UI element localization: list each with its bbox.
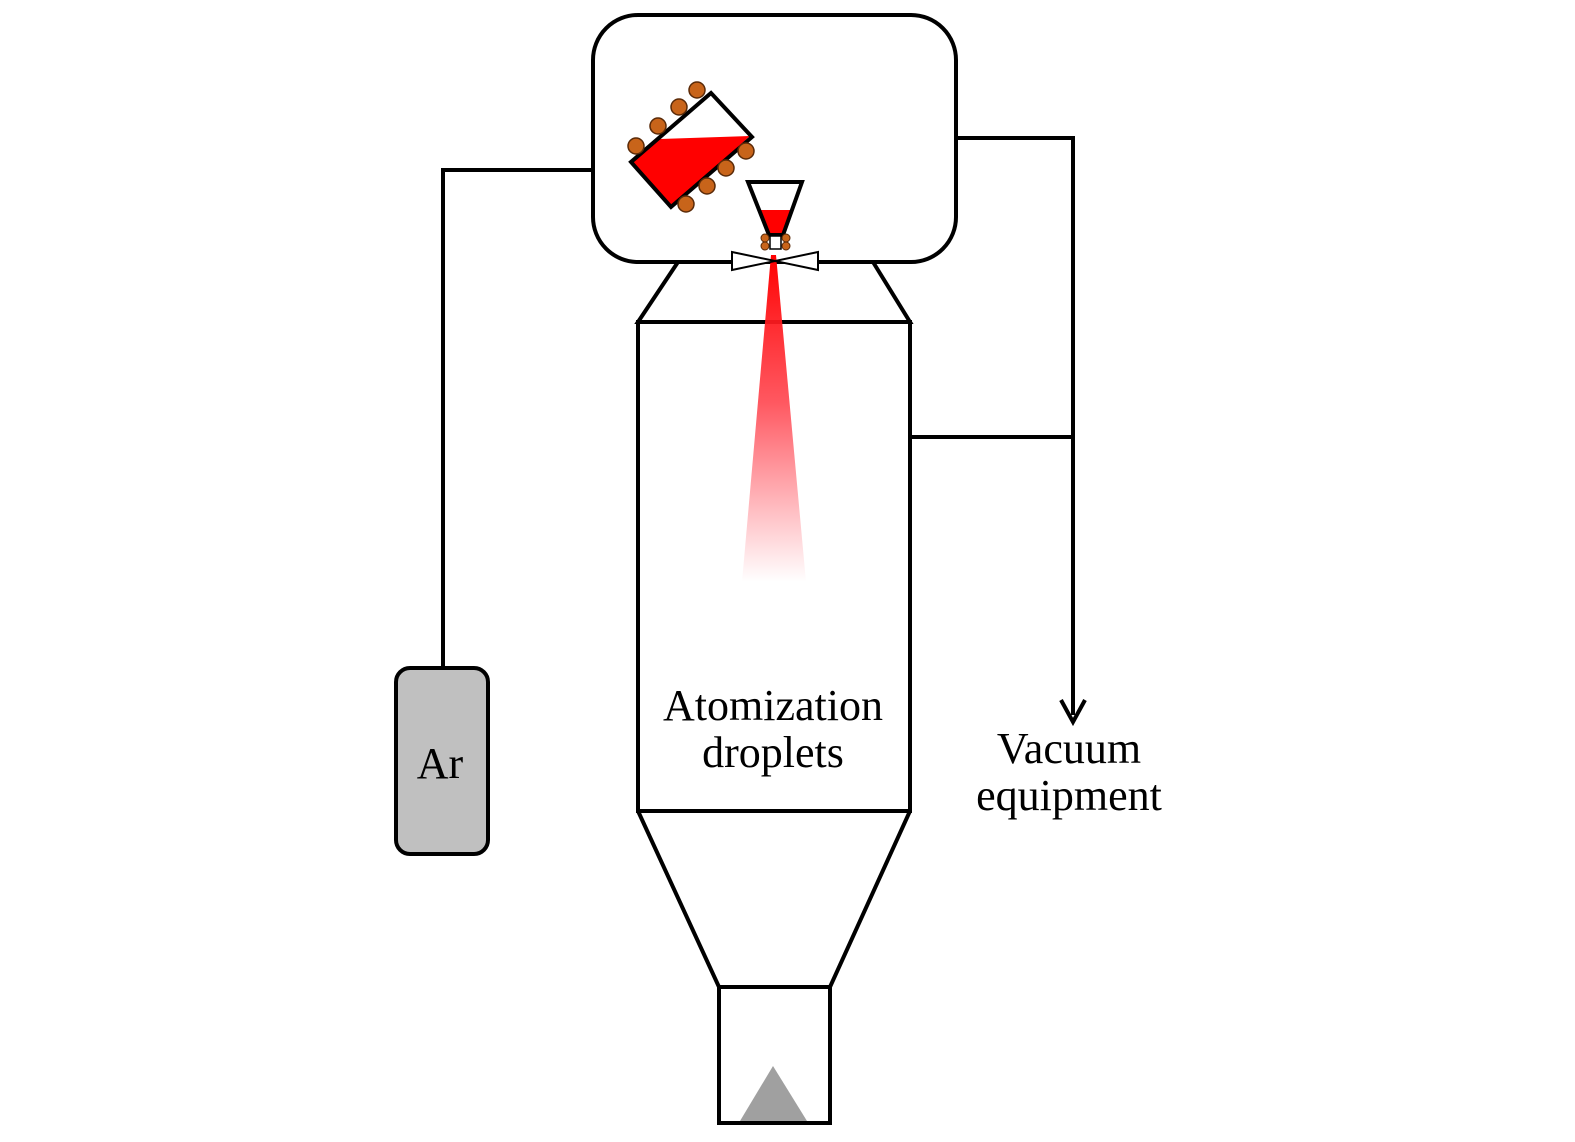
chamber-label-line2: droplets xyxy=(702,728,844,777)
atomized-spray xyxy=(742,255,806,582)
arrow-head-icon xyxy=(1059,699,1087,727)
vacuum-label-line1: Vacuum xyxy=(997,724,1141,773)
chamber-label-line1: Atomization xyxy=(663,681,883,730)
vacuum-label-line2: equipment xyxy=(976,771,1162,820)
vacuum-line xyxy=(957,136,1075,715)
argon-cylinder xyxy=(394,666,490,856)
argon-gas-line xyxy=(441,168,595,668)
powder-pile xyxy=(740,1066,807,1121)
argon-label: Ar xyxy=(417,739,464,788)
induction-coil xyxy=(627,81,755,213)
collection-cone xyxy=(636,810,912,989)
tundish-funnel xyxy=(745,180,805,251)
atomizing-nozzle xyxy=(731,250,819,272)
induction-crucible xyxy=(627,81,755,213)
